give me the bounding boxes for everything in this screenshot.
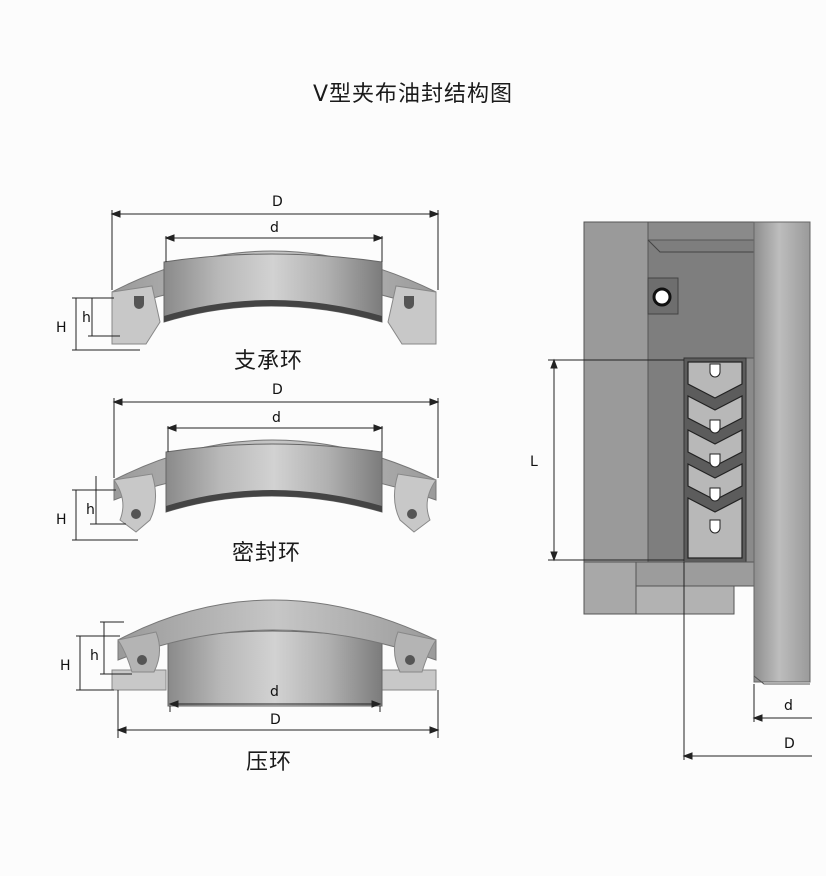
seal-ring-dim-H [72, 476, 138, 541]
assembly-housing-face [583, 221, 649, 563]
assembly-v-packings [687, 361, 743, 559]
support-ring-right-section [387, 285, 437, 345]
pressure-ring-right-base [379, 669, 437, 691]
seal-ring-dim-D [112, 398, 440, 478]
support-ring-left-notch [134, 296, 144, 309]
seal-ring-right-section [394, 473, 437, 533]
pressure-ring-left-base [111, 669, 167, 691]
assembly-packing-notches [709, 363, 721, 534]
support-ring-dim-d [164, 234, 384, 262]
support-ring: D d H h [56, 194, 440, 351]
pressure-ring-label-h: h [90, 648, 99, 664]
seal-ring-label-D: D [272, 382, 283, 398]
seal-ring-dim-d [166, 424, 384, 452]
assembly-dim-d [752, 684, 812, 722]
assembly-label-D: D [784, 736, 795, 752]
pressure-ring-right-notch [405, 655, 415, 665]
seal-ring-left-notch [131, 509, 141, 519]
pressure-ring-dim-d [168, 700, 382, 712]
seal-ring-right-notch [407, 509, 417, 519]
assembly-base-left [583, 561, 637, 615]
assembly-label-L: L [530, 454, 538, 470]
support-ring-label-H: H [56, 320, 67, 336]
assembly-rod-chamfer [753, 675, 810, 685]
support-ring-label-h: h [82, 310, 91, 326]
assembly-dim-D [682, 562, 812, 760]
support-ring-bottom-edge [164, 300, 382, 322]
pressure-ring: d D H h [60, 599, 440, 738]
pressure-ring-dim-D [116, 690, 440, 738]
support-ring-left-section [111, 285, 161, 345]
caption-support-ring: 支承环 [234, 349, 304, 374]
pressure-ring-label-D: D [270, 712, 281, 728]
caption-seal-ring: 密封环 [232, 541, 302, 566]
pressure-ring-top [117, 599, 437, 661]
support-ring-dim-D [110, 210, 440, 290]
caption-pressure-ring: 压环 [246, 750, 293, 775]
assembly-housing-chamfer [647, 239, 754, 253]
support-ring-dim-H [72, 297, 140, 351]
support-ring-right-notch [404, 296, 414, 309]
support-ring-label-D: D [272, 194, 283, 210]
support-ring-label-d: d [270, 220, 279, 236]
pressure-ring-dim-H [76, 621, 132, 691]
assembly-section: L d D [530, 221, 812, 760]
pressure-ring-left-lip [117, 631, 160, 673]
seal-ring-label-h: h [86, 502, 95, 518]
seal-ring-left-section [113, 473, 156, 533]
seal-ring-label-H: H [56, 512, 67, 528]
assembly-gland [635, 561, 755, 587]
diagram-title: V型夹布油封结构图 [312, 82, 514, 107]
assembly-label-d: d [784, 698, 793, 714]
seal-ring-label-d: d [272, 410, 281, 426]
assembly-oring [652, 287, 672, 307]
pressure-ring-right-lip [394, 631, 437, 673]
assembly-rod [753, 221, 811, 683]
pressure-ring-label-d: d [270, 684, 279, 700]
seal-ring: D d H h [56, 382, 440, 541]
pressure-ring-label-H: H [60, 658, 71, 674]
assembly-dim-L [548, 358, 684, 562]
seal-ring-bottom-edge [166, 490, 382, 512]
pressure-ring-left-notch [137, 655, 147, 665]
